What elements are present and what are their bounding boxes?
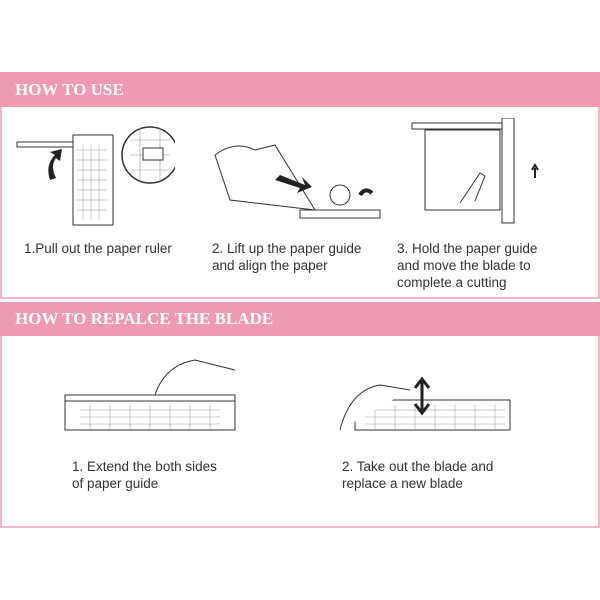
step4-caption: 1. Extend the both sides of paper guide: [72, 459, 217, 491]
step5-caption: 2. Take out the blade and replace a new …: [342, 459, 494, 491]
step1-caption: 1.Pull out the paper ruler: [24, 241, 172, 256]
step3-illustration-cut-paper: [411, 118, 539, 224]
section-header-how-to-use: HOW TO USE: [0, 72, 600, 107]
step5-illustration-replace-blade: [339, 376, 511, 431]
replace-blade-panel: [0, 336, 600, 528]
step3-caption: 3. Hold the paper guide and move the bla…: [397, 241, 538, 290]
step4-illustration-extend-guide: [64, 359, 236, 431]
step1-illustration-paper-ruler: [16, 126, 175, 226]
section-header-replace-blade: HOW TO REPALCE THE BLADE: [0, 302, 600, 336]
step2-illustration-align-paper: [214, 144, 381, 219]
step2-caption: 2. Lift up the paper guide and align the…: [212, 241, 362, 273]
